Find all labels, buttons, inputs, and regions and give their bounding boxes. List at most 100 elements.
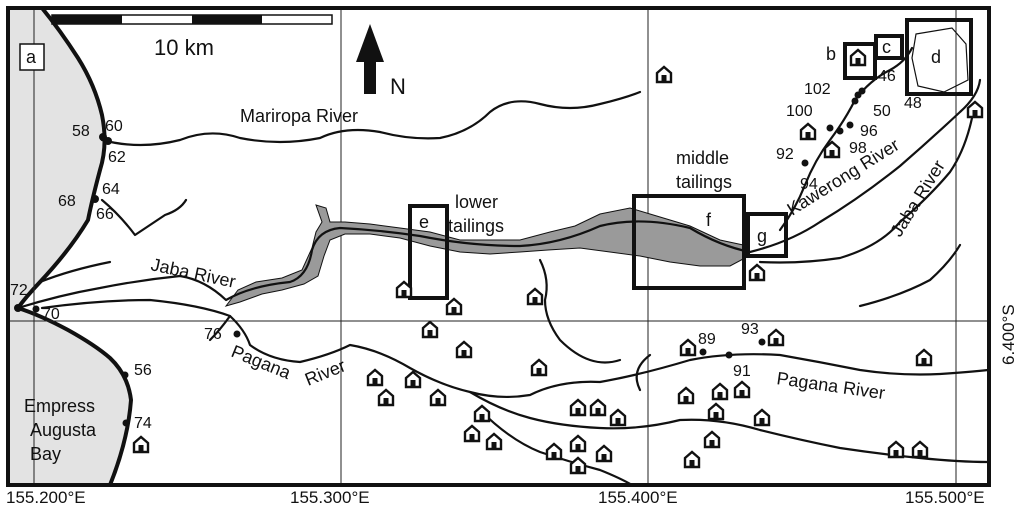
village-icon [366, 368, 384, 387]
detail-boxes [408, 18, 973, 300]
site-89: 89 [698, 331, 716, 348]
site-72: 72 [10, 282, 28, 299]
label-lower-tailings-2: tailings [448, 216, 504, 236]
village-icon [463, 424, 481, 443]
box-label-f: f [706, 210, 712, 230]
village-icon [748, 263, 766, 282]
site-68: 68 [58, 193, 76, 210]
panel-label: a [26, 47, 37, 67]
village-icon [677, 386, 695, 405]
village-icon [753, 408, 771, 427]
village-icon [711, 382, 729, 401]
site-50: 50 [873, 103, 891, 120]
label-jaba-river-lower: Jaba River [149, 254, 237, 291]
river-network [16, 46, 990, 487]
village-icon [569, 398, 587, 417]
label-pagana-left: Pagana [229, 341, 295, 383]
site-96: 96 [860, 123, 878, 140]
site-64: 64 [102, 181, 120, 198]
box-e [408, 204, 449, 300]
label-bay-3: Bay [30, 444, 61, 464]
north-arrow-icon [356, 24, 384, 94]
axis-x-155500: 155.500°E [905, 488, 985, 507]
village-icon [404, 370, 422, 389]
village-icon [455, 340, 473, 359]
label-middle-tailings-1: middle [676, 148, 729, 168]
site-92: 92 [776, 146, 794, 163]
north-label: N [390, 74, 406, 99]
village-icon [377, 388, 395, 407]
site-102: 102 [804, 81, 831, 98]
site-70: 70 [42, 306, 60, 323]
box-label-g: g [757, 226, 767, 246]
box-f [632, 194, 746, 290]
site-98: 98 [849, 140, 867, 157]
village-icon [733, 380, 751, 399]
label-bay-2: Augusta [30, 420, 97, 440]
box-label-b: b [826, 44, 836, 64]
pit-outline [911, 27, 969, 93]
site-74: 74 [134, 415, 152, 432]
map-frame [6, 6, 991, 487]
village-icon [679, 338, 697, 357]
village-icon [887, 440, 905, 459]
village-icon [473, 404, 491, 423]
axis-y-6400: 6.400°S [999, 304, 1018, 365]
site-94: 94 [800, 176, 818, 193]
village-icon [485, 432, 503, 451]
site-58: 58 [72, 123, 90, 140]
village-icon [966, 100, 984, 119]
label-bay-1: Empress [24, 396, 95, 416]
scale-label: 10 km [154, 35, 214, 60]
village-icon [569, 434, 587, 453]
sample-sites [14, 87, 866, 427]
village-icon [569, 456, 587, 475]
village-icon [545, 442, 563, 461]
village-icon [609, 408, 627, 427]
village-icon [767, 328, 785, 347]
village-icon [429, 388, 447, 407]
site-66: 66 [96, 206, 114, 223]
box-g [746, 212, 788, 258]
village-icon [595, 444, 613, 463]
box-label-c: c [882, 37, 891, 57]
site-46: 46 [878, 68, 896, 85]
village-icon [421, 320, 439, 339]
site-48: 48 [904, 95, 922, 112]
village-icon [683, 450, 701, 469]
village-markers [132, 48, 984, 475]
label-middle-tailings-2: tailings [676, 172, 732, 192]
village-icon [530, 358, 548, 377]
site-60: 60 [105, 118, 123, 135]
box-label-d: d [931, 47, 941, 67]
village-icon [703, 430, 721, 449]
village-icon [915, 348, 933, 367]
village-icon [526, 287, 544, 306]
box-c [874, 34, 904, 60]
village-icon [707, 402, 725, 421]
box-label-e: e [419, 212, 429, 232]
village-icon [823, 140, 841, 159]
site-56: 56 [134, 362, 152, 379]
site-100: 100 [786, 103, 813, 120]
village-icon [849, 48, 867, 67]
village-icon [655, 65, 673, 84]
scale-bar [51, 14, 333, 25]
village-icon [445, 297, 463, 316]
panel-label-box [19, 43, 45, 71]
label-pagana-river-right: Pagana River [775, 368, 886, 403]
box-b [843, 42, 877, 80]
village-icon [132, 435, 150, 454]
site-76: 76 [204, 326, 222, 343]
village-icon [911, 440, 929, 459]
axis-x-155300: 155.300°E [290, 488, 370, 507]
label-mariropa-river: Mariropa River [240, 106, 358, 126]
axis-x-155200: 155.200°E [6, 488, 86, 507]
village-icon [799, 122, 817, 141]
box-d [905, 18, 973, 96]
site-62: 62 [108, 149, 126, 166]
site-91: 91 [733, 363, 751, 380]
village-icon [589, 398, 607, 417]
village-icon [395, 280, 413, 299]
